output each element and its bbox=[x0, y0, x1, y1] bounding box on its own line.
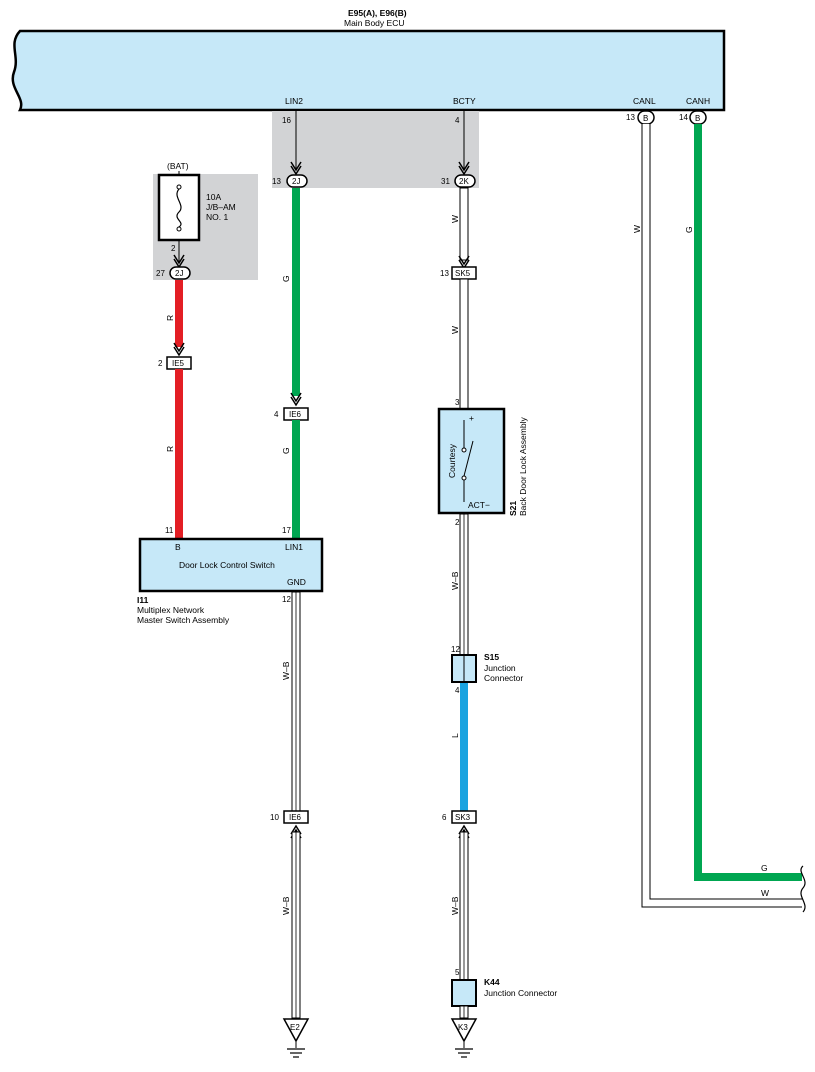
fuse-circuit: (BAT) 10A J/B–AM NO. 1 2 2J 27 IE5 2 R R bbox=[156, 161, 236, 538]
pin-gnd-label: GND bbox=[287, 577, 306, 587]
pin-bcty-number: 4 bbox=[455, 116, 460, 125]
wire-canl-white bbox=[641, 124, 802, 908]
switch-courtesy-label: Courtesy bbox=[447, 443, 457, 478]
back-door-name: Back Door Lock Assembly bbox=[518, 417, 528, 516]
connector-2j-pin: 13 bbox=[272, 177, 281, 186]
ground-e2-label: E2 bbox=[290, 1023, 300, 1032]
fuse-name-2: NO. 1 bbox=[206, 212, 228, 222]
back-door-plus: + bbox=[469, 413, 474, 423]
s15-id: S15 bbox=[484, 652, 499, 662]
pin-gnd-number: 12 bbox=[282, 595, 291, 604]
s15-name-1: Junction bbox=[484, 663, 516, 673]
fuse-conn-pin: 27 bbox=[156, 269, 165, 278]
fuse-source: (BAT) bbox=[167, 161, 189, 171]
pin-lin1-label: LIN1 bbox=[285, 542, 303, 552]
back-door-lock-assembly: 3 + Courtesy ACT− S21 Back Door Lock Ass… bbox=[437, 398, 528, 527]
s15-bot-pin: 4 bbox=[455, 686, 460, 695]
wire-label-w2: W bbox=[450, 326, 460, 334]
connector-2k-label: 2K bbox=[459, 177, 469, 186]
connector-sk5-label: SK5 bbox=[455, 269, 471, 278]
fuse-name-1: J/B–AM bbox=[206, 202, 236, 212]
canh-conn: B bbox=[695, 114, 700, 123]
pin-bcty-label: BCTY bbox=[453, 96, 476, 106]
connector-ie5-pin: 2 bbox=[158, 359, 163, 368]
connector-2j-label: 2J bbox=[292, 177, 300, 186]
connector-sk5-pin: 13 bbox=[440, 269, 449, 278]
wire-blue-l bbox=[460, 683, 468, 811]
wire-white-2 bbox=[459, 278, 469, 410]
wire-label-l: L bbox=[450, 733, 460, 738]
canl-conn: B bbox=[643, 114, 648, 123]
pin-canl-number: 13 bbox=[626, 113, 635, 122]
door-lock-control-switch: B 11 LIN1 17 Door Lock Control Switch GN… bbox=[137, 526, 324, 625]
wire-green-1 bbox=[292, 188, 300, 396]
fuse-out-pin: 2 bbox=[171, 244, 176, 253]
switch-module-name-2: Master Switch Assembly bbox=[137, 615, 230, 625]
wire-label-r2: R bbox=[165, 446, 175, 452]
wire-label-wb-left: W–B bbox=[281, 661, 291, 680]
pin-canh-number: 14 bbox=[679, 113, 688, 122]
connector-sk3-label: SK3 bbox=[455, 813, 471, 822]
connector-ie6-top-pin: 4 bbox=[274, 410, 279, 419]
pin-b-number: 11 bbox=[165, 526, 174, 535]
wire-label-wb-left-low: W–B bbox=[281, 896, 291, 915]
switch-module-id: I11 bbox=[137, 595, 149, 605]
wire-label-canl-w: W bbox=[632, 225, 642, 233]
wire-label-g2: G bbox=[281, 447, 291, 454]
wire-red-2 bbox=[175, 369, 183, 538]
bcty-circuit: 2K 31 SK5 13 W W bbox=[440, 111, 477, 410]
can-circuit: B B W W G G bbox=[632, 110, 806, 913]
ground-k3-label: K3 bbox=[458, 1023, 468, 1032]
k44-pin: 5 bbox=[455, 968, 460, 977]
pin-lin2-label: LIN2 bbox=[285, 96, 303, 106]
pin-canl-label: CANL bbox=[633, 96, 656, 106]
wire-canh-green bbox=[694, 124, 802, 881]
main-body-ecu: E95(A), E96(B) Main Body ECU bbox=[11, 8, 726, 112]
junction-block-area bbox=[272, 111, 479, 188]
wire-label-r1: R bbox=[165, 315, 175, 321]
connector-2k-pin: 31 bbox=[441, 177, 450, 186]
pin-lin2-number: 16 bbox=[282, 116, 291, 125]
back-door-act: ACT− bbox=[468, 500, 490, 510]
wire-label-g-right: G bbox=[761, 863, 768, 873]
connector-sk3-pin: 6 bbox=[442, 813, 447, 822]
pin-canh-label: CANH bbox=[686, 96, 710, 106]
switch-module-name-1: Multiplex Network bbox=[137, 605, 205, 615]
switch-module-title: Door Lock Control Switch bbox=[179, 560, 275, 570]
wire-label-w1: W bbox=[450, 215, 460, 223]
ground-e2-circuit: IE6 10 W–B W–B E2 bbox=[270, 591, 310, 1058]
wire-label-canh-g: G bbox=[684, 226, 694, 233]
lin2-circuit: 2J 13 IE6 4 G G bbox=[272, 111, 309, 538]
connector-ie6-top-label: IE6 bbox=[289, 410, 302, 419]
connector-ie6-bot-label: IE6 bbox=[289, 813, 302, 822]
wire-red-1 bbox=[175, 280, 183, 347]
fuse-conn-label: 2J bbox=[175, 269, 183, 278]
s15-top-pin: 12 bbox=[451, 645, 460, 654]
wire-label-w-right: W bbox=[761, 888, 769, 898]
back-door-bot-pin: 2 bbox=[455, 518, 460, 527]
fuse-rating: 10A bbox=[206, 192, 221, 202]
wire-white-1 bbox=[459, 187, 469, 261]
pin-b-label: B bbox=[175, 542, 181, 552]
wire-label-wb-mid: W–B bbox=[450, 571, 460, 590]
wire-label-g1: G bbox=[281, 275, 291, 282]
wire-label-wb-mid-low: W–B bbox=[450, 896, 460, 915]
s15-name-2: Connector bbox=[484, 673, 523, 683]
back-door-top-pin: 3 bbox=[455, 398, 460, 407]
connector-ie5-label: IE5 bbox=[172, 359, 185, 368]
pin-lin1-number: 17 bbox=[282, 526, 291, 535]
s15-k44-circuit: W–B 12 S15 Junction Connector 4 L SK3 6 … bbox=[442, 513, 557, 1058]
wire-green-2 bbox=[292, 420, 300, 538]
ecu-ids: E95(A), E96(B) bbox=[348, 8, 407, 18]
ecu-name: Main Body ECU bbox=[344, 18, 404, 28]
back-door-id: S21 bbox=[508, 501, 518, 516]
k44-id: K44 bbox=[484, 977, 500, 987]
k44-name: Junction Connector bbox=[484, 988, 557, 998]
connector-ie6-bot-pin: 10 bbox=[270, 813, 279, 822]
